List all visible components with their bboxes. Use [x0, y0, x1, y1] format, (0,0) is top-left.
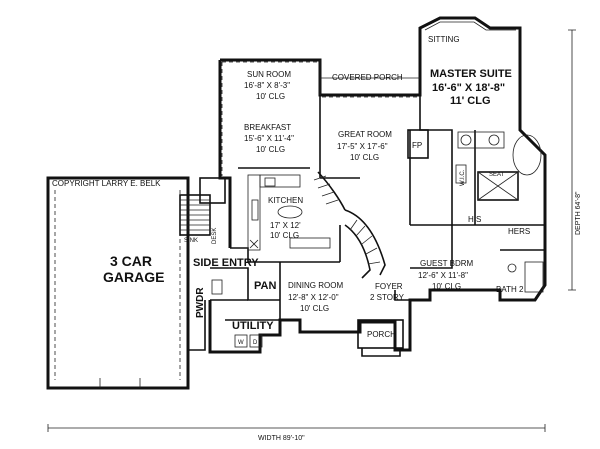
great-room-clg: 10' CLG [350, 153, 379, 162]
kitchen-size: 17' X 12' [270, 221, 301, 230]
wic-label: W.I.C. [460, 169, 466, 186]
depth-dimension: DEPTH 64'-8" [575, 191, 582, 235]
breakfast-name: BREAKFAST [244, 123, 291, 132]
pwdr-label: PWDR [195, 287, 206, 318]
dining-room-name: DINING ROOM [288, 281, 343, 290]
breakfast-size: 15'-6" X 11'-4" [244, 134, 294, 143]
kitchen-clg: 10' CLG [270, 231, 299, 240]
his-label: HIS [468, 215, 481, 224]
foyer-sub: 2 STORY [370, 293, 405, 302]
master-suite-size: 16'-6" X 18'-8" [432, 82, 505, 94]
house-walls [208, 16, 547, 354]
great-room-name: GREAT ROOM [338, 130, 392, 139]
dining-room-size: 12'-8" X 12'-0" [288, 293, 339, 302]
depth-dimension-line [568, 29, 576, 291]
sun-room-size: 16'-8" X 8'-3" [244, 81, 290, 90]
garage-stair [179, 177, 226, 236]
sun-room-name: SUN ROOM [247, 70, 291, 79]
covered-porch-label: COVERED PORCH [332, 73, 403, 82]
garage-walls [46, 176, 206, 390]
garage-line1: 3 CAR [110, 253, 152, 269]
washer-dryer [234, 334, 263, 348]
guest-bdrm-name: GUEST BDRM [420, 259, 474, 268]
foyer-name: FOYER [375, 282, 403, 291]
guest-bdrm-size: 12'-6" X 11'-8" [418, 271, 468, 280]
fireplace-label: FP [412, 141, 422, 150]
breakfast-clg: 10' CLG [256, 145, 285, 154]
sitting-bay [424, 21, 516, 31]
garage-line2: GARAGE [103, 269, 164, 285]
pan-label: PAN [254, 280, 276, 292]
guest-bdrm-clg: 10' CLG [432, 282, 461, 291]
sink-label: SINK [184, 238, 198, 244]
utility-label: UTILITY [232, 320, 274, 332]
sun-room-clg: 10' CLG [256, 92, 285, 101]
master-suite-clg: 11' CLG [450, 95, 491, 107]
width-dimension: WIDTH 89'-10" [258, 435, 305, 442]
dining-room-clg: 10' CLG [300, 304, 329, 313]
kitchen-name: KITCHEN [268, 196, 303, 205]
sun-room-windows [221, 61, 318, 176]
desk-label: DESK [212, 228, 218, 244]
covered-porch-outline [319, 60, 420, 98]
washer-label: W [238, 340, 244, 346]
bath2-fixtures [507, 261, 544, 293]
porch-outline [357, 319, 404, 357]
master-bath-fixtures [455, 131, 542, 201]
side-entry-label: SIDE ENTRY [193, 257, 259, 269]
fireplace [407, 129, 429, 159]
bath2-label: BATH 2 [496, 285, 524, 294]
width-dimension-line [47, 424, 546, 432]
porch-label: PORCH [367, 330, 396, 339]
great-room-size: 17'-5" X 17'-6" [337, 142, 388, 151]
seat-label: SEAT [489, 172, 505, 178]
staircase [313, 171, 386, 279]
copyright-label: COPYRIGHT LARRY E. BELK [52, 179, 161, 188]
kitchen-counters [247, 174, 331, 251]
dryer-label: D [253, 340, 258, 346]
pwdr-fixtures [211, 279, 223, 295]
master-suite-name: MASTER SUITE [430, 68, 512, 80]
sitting-label: SITTING [428, 35, 460, 44]
hers-label: HERS [508, 227, 530, 236]
